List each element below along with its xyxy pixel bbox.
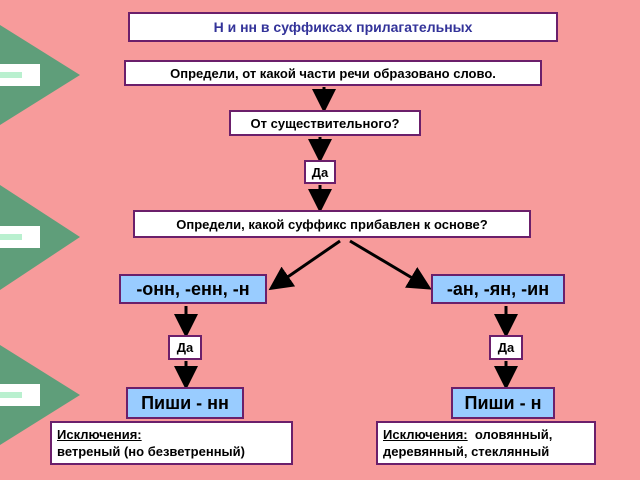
green-arrow-icon [0,25,80,125]
green-arrow-icon [0,345,80,445]
exceptions-box-left: Исключения: ветреный (но безветренный) [50,421,293,465]
exceptions-text-line1: оловянный, [474,427,553,442]
question-part-of-speech: Определи, от какой части речи образовано… [124,60,542,86]
exceptions-label: Исключения: [57,427,142,442]
exceptions-box-right: Исключения: оловянный, деревянный, стекл… [376,421,596,465]
result-write-nn: Пиши - нн [126,387,244,419]
exceptions-label: Исключения: [383,427,468,442]
arrow-q3-to-left [268,239,341,291]
suffix-box-an-yan-in: -ан, -ян, -ин [431,274,565,304]
exceptions-text-line2: деревянный, стеклянный [383,444,550,459]
question-which-suffix: Определи, какой суффикс прибавлен к осно… [133,210,531,238]
answer-yes-left: Да [168,335,202,360]
question-from-noun: От существительного? [229,110,421,136]
page-title: Н и нн в суффиксах прилагательных [128,12,558,42]
exceptions-text: ветреный (но безветренный) [57,444,245,459]
answer-yes-top: Да [304,160,336,184]
answer-yes-right: Да [489,335,523,360]
green-arrow-icon [0,185,80,290]
arrow-q3-to-right [349,239,432,290]
result-write-n: Пиши - н [451,387,555,419]
suffix-box-onn-enn-n: -онн, -енн, -н [119,274,267,304]
